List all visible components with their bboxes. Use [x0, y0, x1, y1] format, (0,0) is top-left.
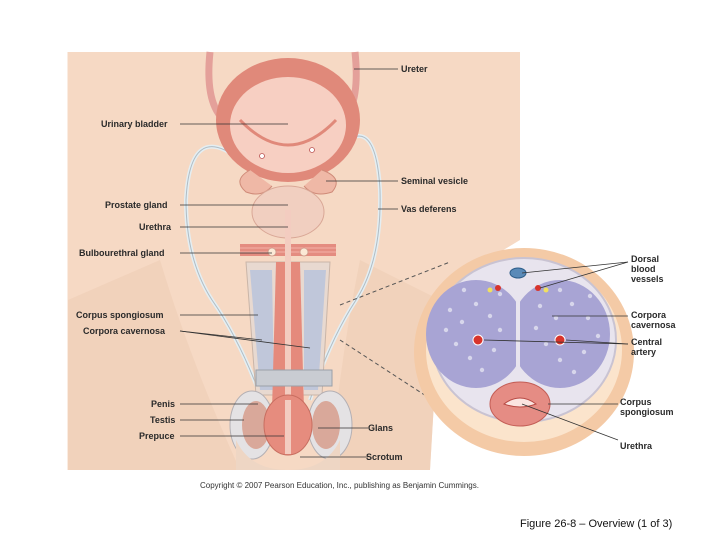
- label-corpus-spongiosum: Corpus spongiosum: [76, 310, 164, 320]
- dorsal-artery-left: [495, 285, 501, 291]
- label-urethra: Urethra: [139, 222, 172, 232]
- label-central-artery: Central artery: [631, 337, 662, 357]
- dorsal-artery-right: [535, 285, 541, 291]
- zoom-line-bottom: [339, 339, 441, 406]
- label-cross-corpora-cavernosa: Corpora cavernosa: [631, 310, 676, 330]
- label-ureter: Ureter: [401, 64, 428, 74]
- label-cross-cavernosa-line-1: Corpora: [631, 310, 667, 320]
- label-glans: Glans: [368, 423, 394, 433]
- label-dorsal-line-2: blood: [631, 264, 656, 274]
- dorsal-vein: [509, 267, 527, 279]
- label-cross-urethra: Urethra: [620, 441, 653, 451]
- label-prostate-gland: Prostate gland: [105, 200, 168, 210]
- leader-lines: [179, 68, 629, 458]
- penile-band: [255, 369, 333, 387]
- cavernosa-texture: [443, 287, 601, 375]
- zoom-line-top: [339, 261, 451, 306]
- cross-urethra-lumen: [502, 397, 538, 408]
- label-seminal-vesicle: Seminal vesicle: [401, 176, 469, 186]
- label-dorsal-blood-vessels: Dorsal blood vessels: [631, 254, 664, 284]
- bladder-interior: [230, 77, 346, 173]
- figure-caption: Figure 26-8 – Overview (1 of 3): [520, 518, 673, 530]
- label-prepuce: Prepuce: [139, 431, 175, 441]
- label-central-artery-line-1: Central: [631, 337, 663, 347]
- label-dorsal-line-1: Dorsal: [631, 254, 660, 264]
- label-dorsal-line-3: vessels: [631, 274, 664, 284]
- label-penis: Penis: [151, 399, 176, 409]
- label-corpora-cavernosa: Corpora cavernosa: [83, 326, 166, 336]
- cross-corpus-cavernosum-left: [426, 280, 526, 388]
- label-cross-corpus-spongiosum: Corpus spongiosum: [620, 397, 674, 417]
- label-cross-spongiosum-line-2: spongiosum: [620, 407, 674, 417]
- central-artery-right: [554, 334, 566, 346]
- cross-corpus-cavernosum-right: [510, 280, 610, 388]
- label-cross-spongiosum-line-1: Corpus: [620, 397, 652, 407]
- label-cross-cavernosa-line-2: cavernosa: [631, 320, 676, 330]
- label-bulbourethral-gland: Bulbourethral gland: [79, 248, 165, 258]
- label-testis: Testis: [150, 415, 176, 425]
- scrotum: [236, 440, 340, 470]
- label-vas-deferens: Vas deferens: [401, 204, 457, 214]
- central-artery-left: [472, 334, 484, 346]
- copyright-notice: Copyright © 2007 Pearson Education, Inc.…: [200, 481, 479, 490]
- corpora-cavernosa-long-r: [304, 270, 326, 390]
- label-scrotum: Scrotum: [366, 452, 403, 462]
- label-central-artery-line-2: artery: [631, 347, 657, 357]
- corpora-cavernosa-long-l: [250, 270, 274, 390]
- label-urinary-bladder: Urinary bladder: [101, 119, 168, 129]
